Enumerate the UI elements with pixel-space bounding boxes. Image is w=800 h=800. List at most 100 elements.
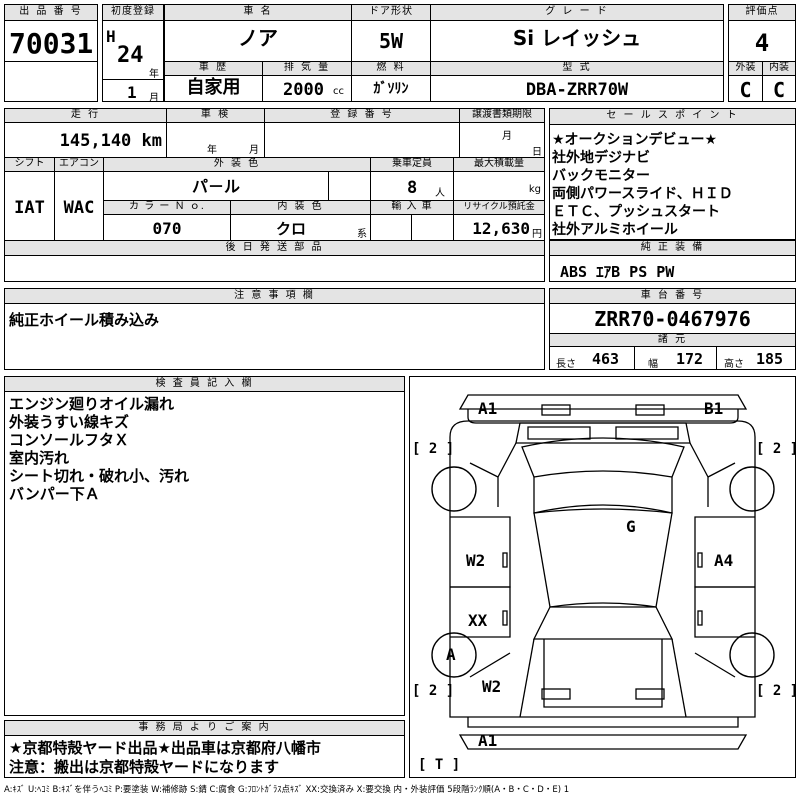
mileage-cell: 走 行 145,140 km	[4, 108, 167, 158]
interior-grade: C	[772, 78, 786, 102]
score: 4	[754, 29, 770, 57]
office-box: 事 務 局 よ り ご 案 内 ★京都特殻ヤード出品★出品車は京都府八幡市 注意…	[4, 720, 405, 778]
inspector-line: 外装うすい線キズ	[9, 413, 130, 431]
recycle-cell: リサイクル預託金 12,630 円	[453, 200, 545, 241]
mark-windshield: G	[626, 517, 636, 536]
later-parts-label: 後 日 発 送 部 品	[5, 241, 544, 256]
transfer-deadline-cell: 譲渡書類期限 月 日	[459, 108, 545, 158]
office-line: 注意：搬出は京都特殻ヤードになります	[9, 758, 280, 776]
chassis-label: 車 台 番 号	[550, 289, 795, 304]
car-name-label: 車 名	[165, 5, 351, 21]
first-registration-box: 初度登録 H 24 年 1 月	[102, 4, 164, 104]
shift-cell: シフト IAT	[4, 157, 55, 241]
sales-point-line: 両側パワースライド、ＨＩＤ	[552, 186, 733, 202]
sales-point-line: ＥＴＣ、プッシュスタート	[552, 204, 720, 220]
registration-number-cell: 登 録 番 号	[264, 108, 460, 158]
interior-color-label: 内 装 色	[231, 201, 370, 215]
notes-label: 注 意 事 項 欄	[5, 289, 544, 304]
car-diagram: A1 B1 G W2 A4 XX A W2 A1 [ T ] [ 2 ] [ 2…	[409, 376, 799, 778]
lot-number: 70031	[9, 27, 94, 60]
displacement: 2000	[283, 80, 324, 100]
door-label: ドア形状	[352, 5, 430, 21]
equipment-label: 純 正 装 備	[550, 241, 795, 256]
equipment: ABS ｴｱB PS PW	[560, 263, 675, 281]
interior-grade-cell: 内装 C	[762, 61, 796, 102]
era: H	[106, 27, 116, 46]
tire-rear-right: [ 2 ]	[756, 683, 799, 699]
ac-cell: エアコン WAC	[54, 157, 104, 241]
width-label: 幅	[648, 359, 658, 370]
transfer-month-unit: 月	[502, 131, 512, 142]
dims-divider	[716, 347, 717, 369]
fuel: ｶﾞｿﾘﾝ	[373, 81, 409, 97]
inspection-year-unit: 年	[207, 145, 217, 156]
registration-month: 1	[127, 83, 137, 102]
year-month-divider	[103, 79, 163, 80]
capacity-label: 乗車定員	[371, 158, 453, 172]
first-registration-label: 初度登録	[103, 5, 163, 21]
color-number: 070	[152, 219, 182, 238]
model-label: 型 式	[431, 62, 723, 76]
grade-label: グ レ ー ド	[431, 5, 723, 21]
mark-front-bumper-left: A1	[478, 399, 498, 418]
displacement-cell: 排 気 量 2000 cc	[262, 61, 352, 102]
notes-text: 純正ホイール積み込み	[9, 311, 160, 329]
tire-front-left: [ 2 ]	[412, 441, 455, 457]
chassis-number: ZRR70-0467976	[594, 307, 751, 331]
month-unit: 月	[149, 93, 159, 104]
inspection-month-unit: 月	[249, 145, 259, 156]
height: 185	[756, 350, 784, 368]
sales-point-line: ★オークションデビュー★	[552, 132, 718, 148]
inspector-line: 室内汚れ	[9, 449, 70, 467]
exterior-color: パ－ル	[191, 177, 240, 196]
tire-rear-left: [ 2 ]	[412, 683, 455, 699]
import-cell: 輸 入 車	[370, 200, 454, 241]
mark-front-bumper-right: B1	[704, 399, 724, 418]
capacity: 8	[407, 178, 418, 198]
ac-label: エアコン	[55, 158, 103, 172]
exterior-grade-label: 外装	[729, 62, 762, 76]
year-unit: 年	[149, 69, 159, 80]
recycle-fee: 12,630	[472, 219, 530, 238]
recycle-label: リサイクル預託金	[454, 201, 544, 215]
inspection-label: 車 検	[167, 109, 264, 123]
inspector-line: コンソールフタＸ	[9, 431, 130, 449]
history: 自家用	[186, 77, 241, 98]
mark-rear-bumper: A1	[478, 731, 498, 750]
equipment-box: 純 正 装 備 ABS ｴｱB PS PW	[549, 240, 796, 282]
car-name-cell: 車 名 ノア	[164, 4, 352, 62]
dims-divider	[634, 347, 635, 369]
mark-trunk: [ T ]	[418, 757, 461, 773]
mileage-label: 走 行	[5, 109, 166, 123]
color-number-cell: カ ラ ー Ｎ ｏ. 070	[103, 200, 231, 241]
exterior-grade-cell: 外装 C	[728, 61, 763, 102]
max-load-label: 最大積載量	[454, 158, 544, 172]
shift: IAT	[14, 198, 45, 218]
inspector-line: エンジン廻りオイル漏れ	[9, 395, 175, 413]
max-load-cell: 最大積載量 kg	[453, 157, 545, 201]
recycle-unit: 円	[532, 229, 542, 240]
shift-label: シフト	[5, 158, 54, 172]
grade: Si レイッシュ	[512, 26, 642, 50]
office-label: 事 務 局 よ り ご 案 内	[5, 721, 404, 736]
length: 463	[592, 350, 620, 368]
damage-legend: A:ｷｽﾞ U:ﾍｺﾐ B:ｷｽﾞを伴うﾍｺﾐ P:要塗装 W:補修跡 S:錆 …	[4, 785, 570, 795]
notes-box: 注 意 事 項 欄 純正ホイール積み込み	[4, 288, 545, 370]
transfer-deadline-label: 譲渡書類期限	[460, 109, 544, 123]
sales-point-line: 社外アルミホイール	[552, 222, 678, 238]
exterior-grade: C	[739, 78, 752, 102]
inspector-line: シート切れ・破れ小、汚れ	[9, 467, 190, 485]
history-cell: 車 歴 自家用	[164, 61, 263, 102]
score-label: 評価点	[729, 5, 795, 21]
inspector-label: 検 査 員 記 入 欄	[5, 377, 404, 392]
registration-number-label: 登 録 番 号	[265, 109, 459, 123]
model-cell: 型 式 DBA-ZRR70W	[430, 61, 724, 102]
inspection-cell: 車 検 年 月	[166, 108, 265, 158]
car-diagram-drawing	[431, 394, 775, 750]
inspector-box: 検 査 員 記 入 欄 エンジン廻りオイル漏れ 外装うすい線キズ コンソールフタ…	[4, 376, 405, 716]
width: 172	[676, 350, 704, 368]
displacement-unit: cc	[333, 86, 344, 97]
capacity-unit: 人	[435, 188, 445, 199]
mark-rear-left-quarter: W2	[482, 677, 502, 696]
fuel-label: 燃 料	[352, 62, 430, 76]
